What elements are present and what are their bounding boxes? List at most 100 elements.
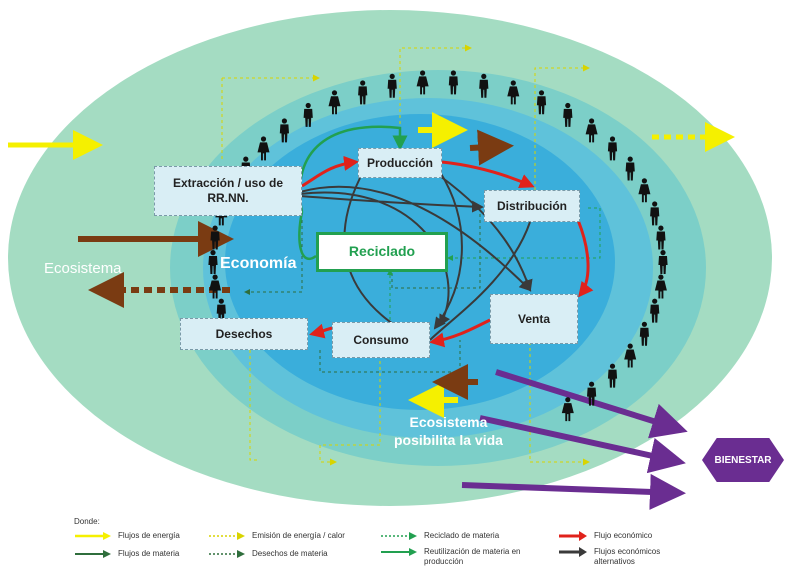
person-icon [624, 343, 637, 368]
legend-label: Reciclado de materia [424, 531, 500, 540]
legend-label: Flujo económico [594, 531, 653, 540]
ecosystem-life-line2: posibilita la vida [394, 431, 503, 448]
person-icon [654, 274, 667, 299]
emission-line [529, 330, 590, 466]
person-icon [625, 156, 635, 181]
economic-flow-arrow [576, 219, 594, 298]
alt-flow-arrow [433, 171, 463, 330]
recycling-label: Reciclado [348, 243, 416, 260]
economic-flow-arrow [309, 323, 333, 339]
green-dotted-arrow-icon [381, 532, 417, 540]
extraction-label-line2: RR.NN. [207, 191, 249, 205]
waste-line [319, 340, 461, 373]
recycle-line [447, 207, 601, 261]
person-icon [536, 90, 547, 115]
person-icon [479, 73, 489, 98]
alt-flow-arrow [299, 185, 532, 292]
economic-flow-arrow [429, 318, 491, 348]
person-icon [585, 118, 598, 143]
wellbeing-node: BIENESTAR [702, 438, 784, 482]
dark-green-solid-arrow-icon [75, 550, 111, 558]
dark-gray-arrow-icon [559, 547, 587, 557]
distribution-label: Distribución [496, 198, 567, 213]
ecosystem-life-line1: Ecosistema [409, 414, 488, 430]
person-icon [607, 363, 618, 388]
legend-item-recycle: Reciclado de materia [380, 531, 499, 541]
legend-item-emission: Emisión de energía / calor [208, 531, 345, 541]
wellbeing-arrow [479, 415, 686, 474]
consumption-node: Consumo [332, 322, 430, 358]
person-icon [587, 381, 597, 406]
green-solid-arrow-icon [381, 548, 417, 556]
person-icon [639, 321, 649, 346]
legend: Donde: Flujos de energía Flujos de mater… [0, 510, 788, 575]
person-icon [328, 90, 341, 115]
ecosystem-label: Ecosistema [44, 260, 122, 277]
legend-label: Reutilización de materia en producción [424, 547, 521, 566]
person-icon [638, 178, 651, 203]
ecosystem-life-label: Ecosistema posibilita la vida [394, 414, 503, 449]
reuse-arrow [298, 211, 317, 260]
dark-green-dotted-arrow-icon [209, 550, 245, 558]
legend-label: Flujos económicos alternativos [594, 547, 661, 566]
person-icon [507, 80, 520, 105]
person-icon [387, 73, 397, 98]
production-node: Producción [358, 148, 442, 178]
person-icon [279, 118, 289, 143]
waste-line [389, 208, 481, 289]
person-icon [257, 136, 270, 161]
alt-flow-arrow [439, 175, 533, 292]
person-icon [210, 225, 220, 250]
legend-label: Flujos de materia [118, 549, 180, 558]
waste-line [244, 220, 303, 295]
emission-line [319, 355, 381, 466]
legend-item-waste: Desechos de materia [208, 549, 328, 559]
emission-line [249, 350, 258, 461]
person-icon [563, 102, 573, 127]
person-icon [416, 70, 429, 95]
production-label: Producción [366, 155, 433, 170]
alt-flow-arrow [299, 195, 484, 213]
person-icon [607, 136, 618, 161]
consumption-label: Consumo [353, 332, 409, 347]
person-icon [303, 102, 313, 127]
person-icon [656, 225, 666, 250]
person-icon [448, 70, 458, 95]
extraction-label-line1: Extracción / uso de [172, 176, 284, 190]
legend-label: Flujos de energía [118, 531, 180, 540]
waste-node: Desechos [180, 318, 308, 350]
person-icon [209, 274, 222, 299]
legend-item-reuse: Reutilización de materia en producción [380, 547, 524, 566]
legend-item-economic: Flujo económico [558, 531, 652, 541]
legend-label: Desechos de materia [252, 549, 328, 558]
person-icon [658, 250, 668, 274]
person-icon [650, 298, 660, 323]
yellow-dotted-arrow-icon [209, 532, 245, 540]
legend-item-energy: Flujos de energía [74, 531, 180, 541]
person-icon [650, 201, 660, 226]
alt-flow-arrow [429, 221, 531, 341]
economic-flow-arrow [301, 155, 359, 188]
wellbeing-arrow [461, 473, 686, 510]
economic-flow-arrow [441, 160, 535, 189]
red-arrow-icon [559, 531, 587, 541]
person-icon [358, 80, 368, 105]
yellow-solid-arrow-icon [75, 532, 111, 540]
people-ring [208, 70, 668, 422]
legend-label: Emisión de energía / calor [252, 531, 345, 540]
emission-line [399, 44, 472, 148]
matter-arrow [469, 129, 514, 166]
legend-title: Donde: [74, 517, 100, 526]
sale-label: Venta [517, 311, 550, 326]
person-icon [208, 250, 218, 274]
legend-item-alt-economic: Flujos económicos alternativos [558, 547, 684, 566]
person-icon [561, 397, 574, 422]
legend-item-matter: Flujos de materia [74, 549, 179, 559]
waste-label: Desechos [215, 326, 273, 341]
sale-node: Venta [490, 294, 578, 344]
recycling-node: Reciclado [316, 232, 448, 272]
emission-line [534, 64, 590, 190]
distribution-node: Distribución [484, 190, 580, 222]
